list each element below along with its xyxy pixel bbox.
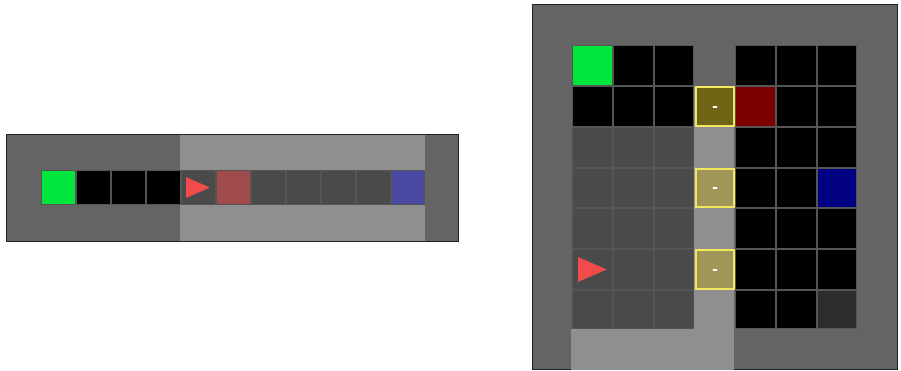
door-glyph: - [697,88,733,125]
goal-green-cell [572,45,613,86]
floor-cell [146,170,181,205]
open-door-cell: - [695,168,735,208]
floor-dim-cell [572,208,613,249]
left-environment-board [6,134,459,242]
right-corridor-bottom [571,329,734,370]
floor-cell [76,170,111,205]
floor-cell [817,127,857,168]
floor-cell [613,45,654,86]
floor-dim-cell [613,249,654,290]
floor-dim-cell [613,168,654,208]
agent-cell [572,249,613,290]
floor-dim-cell [654,249,694,290]
key-red-cell [735,86,776,127]
floor-cell [776,290,817,329]
floor-grey-cell [817,290,857,329]
locked-door-cell: - [695,86,735,127]
floor-cell [817,249,857,290]
floor-cell [776,127,817,168]
floor-dim-cell [654,290,694,329]
box-blue-cell [817,168,857,208]
floor-cell [776,168,817,208]
floor-dim-cell [251,170,286,205]
floor-cell [735,45,776,86]
goal-green-cell [41,170,76,205]
right-environment-board: - - - [532,4,898,370]
floor-cell [654,45,694,86]
floor-cell [572,86,613,127]
floor-dim-cell [572,290,613,329]
right-corridor-vertical [694,86,734,370]
floor-dim-cell [286,170,321,205]
floor-cell [111,170,146,205]
floor-dim-cell [572,168,613,208]
open-door-cell: - [695,249,735,290]
floor-cell [776,45,817,86]
floor-cell [735,290,776,329]
floor-cell [735,208,776,249]
floor-dim-cell [654,208,694,249]
floor-cell [776,86,817,127]
floor-cell [776,249,817,290]
door-glyph: - [697,251,733,288]
agent-cell [181,170,216,205]
key-red-faded-cell [216,170,251,205]
floor-dim-cell [654,127,694,168]
floor-cell [817,45,857,86]
floor-cell [654,86,694,127]
floor-dim-cell [572,127,613,168]
floor-dim-cell [356,170,391,205]
floor-dim-cell [613,290,654,329]
floor-cell [735,127,776,168]
floor-cell [613,86,654,127]
floor-cell [735,168,776,208]
agent-arrow-icon [182,171,215,204]
box-blue-faded-cell [391,170,425,205]
floor-dim-cell [654,168,694,208]
floor-dim-cell [613,127,654,168]
floor-cell [776,208,817,249]
floor-dim-cell [321,170,356,205]
door-glyph: - [697,170,733,206]
floor-cell [817,208,857,249]
floor-cell [817,86,857,127]
floor-cell [735,249,776,290]
agent-arrow-icon [573,250,612,289]
floor-dim-cell [613,208,654,249]
